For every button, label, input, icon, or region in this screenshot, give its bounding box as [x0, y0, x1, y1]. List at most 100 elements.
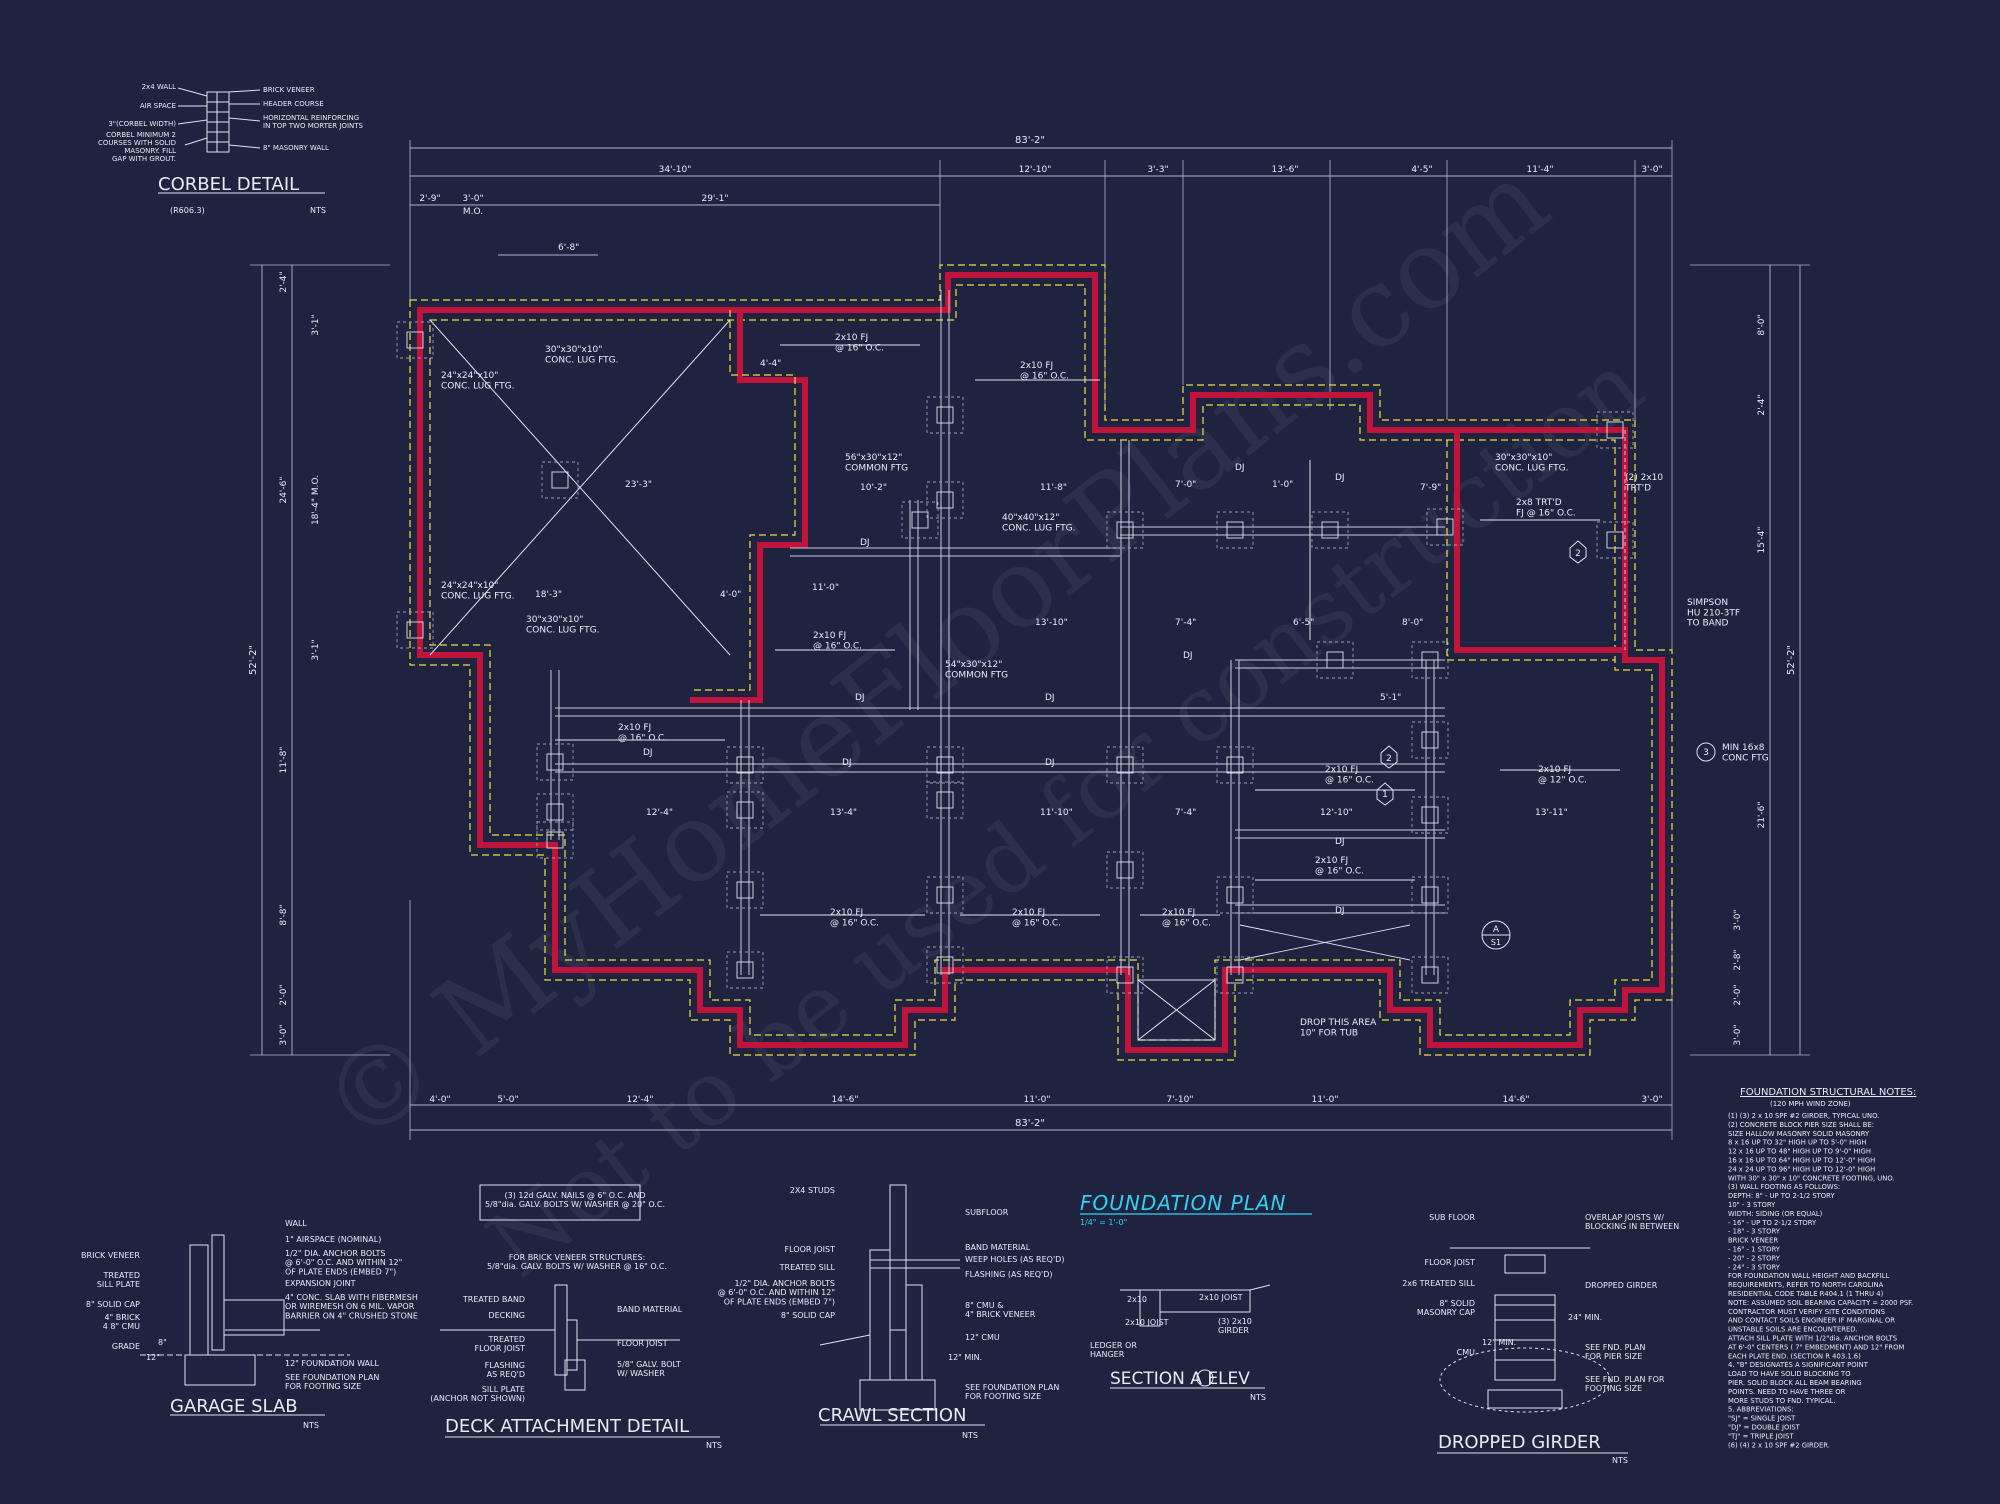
pier: [1321, 521, 1339, 539]
note-line: - 16" - 1 STORY: [1728, 1246, 1781, 1254]
garage-title: GARAGE SLAB: [170, 1396, 298, 1417]
dim-right-3: 21'-6": [1757, 801, 1767, 828]
plan-callouts: [1376, 540, 1716, 950]
dim-bottom-1: 5'-0": [497, 1095, 518, 1105]
note-line: POINTS. NEED TO HAVE THREE OR: [1728, 1388, 1846, 1396]
note-line: FOR FOUNDATION WALL HEIGHT AND BACKFILL: [1728, 1272, 1890, 1280]
dim-left-8: 3'-0": [279, 1024, 289, 1045]
overall-width-top: 83'-2": [1015, 135, 1045, 146]
corbel-detail: [158, 87, 325, 194]
dim-left-0: 2'-4": [279, 271, 289, 292]
interior-dim: 1'-0": [1272, 480, 1293, 490]
pier: [1421, 806, 1439, 824]
callout-2a-label: 2: [1386, 754, 1392, 764]
pier: [551, 471, 569, 489]
joist-arrows: [555, 344, 1620, 916]
pier: [1436, 518, 1454, 536]
dim-right-7: 3'-0": [1733, 1024, 1743, 1045]
pier: [1326, 651, 1344, 669]
pier-footing: [1411, 796, 1449, 834]
dim-bottom-3: 14'-6": [831, 1095, 858, 1105]
crawl-left-label: FLOOR JOIST: [785, 1245, 836, 1254]
section-title: SECTION A ELEV: [1110, 1369, 1250, 1389]
corbel-right-label: HEADER COURSE: [263, 100, 324, 108]
plan-title: FOUNDATION PLAN: [1080, 1191, 1287, 1215]
note-line: - 18" - 3 STORY: [1728, 1228, 1781, 1236]
interior-dim: 6'-8": [558, 243, 579, 253]
label-ftg-30-c: 30"x30"x10"CONC. LUG FTG.: [1495, 453, 1568, 473]
label-ftg-56: 56"x30"x12"COMMON FTG: [845, 453, 908, 473]
dim-top-minor-2: M.O.: [463, 207, 483, 217]
pier-footing: [726, 871, 764, 909]
callout-hex-2a: [1380, 745, 1398, 769]
interior-dim: 8'-0": [1402, 618, 1423, 628]
pier: [1226, 966, 1244, 984]
tub-drop-x: [1137, 979, 1216, 1041]
pier-footing: [1106, 851, 1144, 889]
dim-bottom-2: 12'-4": [626, 1095, 653, 1105]
callout-1-label: 1: [1382, 790, 1388, 800]
dim-left-3: 18'-4" M.O.: [311, 475, 321, 525]
note-line: ATTACH SILL PLATE WITH 1/2"dia. ANCHOR B…: [1728, 1335, 1897, 1343]
pier-footing: [1596, 521, 1634, 559]
interior-dim: 4'-0": [720, 590, 741, 600]
pier-footing: [1216, 876, 1254, 914]
dimension-lines: [261, 147, 1801, 1131]
plan-title-block: FOUNDATION PLAN 1/4" = 1'-0": [1080, 1191, 1312, 1227]
interior-dim: 4'-4": [760, 359, 781, 369]
girder-dim: 24" MIN.: [1568, 1313, 1602, 1322]
pier: [406, 331, 424, 349]
pier: [1116, 756, 1134, 774]
garage-dim: 12": [146, 1353, 160, 1362]
note-line: BRICK VENEER: [1728, 1237, 1778, 1245]
corbel-left-label: AIR SPACE: [140, 102, 176, 110]
dim-bottom-0: 4'-0": [429, 1095, 450, 1105]
girder-right-label: OVERLAP JOISTS W/BLOCKING IN BETWEEN: [1585, 1213, 1679, 1231]
label-dj-8: DJ: [1045, 693, 1055, 703]
dim-bottom-8: 3'-0": [1641, 1095, 1662, 1105]
pier-footing: [726, 746, 764, 784]
dim-top-2: 3'-3": [1147, 165, 1168, 175]
pier-footing: [726, 791, 764, 829]
label-ftg-40: 40"x40"x12"CONC. LUG FTG.: [1002, 513, 1075, 533]
crawl-nts: NTS: [962, 1431, 978, 1440]
pier-footing: [926, 876, 964, 914]
note-line: (2) CONCRETE BLOCK PIER SIZE SHALL BE:: [1728, 1121, 1874, 1129]
pier-footing: [726, 951, 764, 989]
interior-dim: 7'-4": [1175, 618, 1196, 628]
label-joist-c: 2x10 FJ@ 16" O.C.: [813, 631, 862, 651]
note-line: 8 x 16 UP TO 32" HIGH UP TO 5'-0" HIGH: [1728, 1139, 1867, 1147]
label-joist-f: 2x10 FJ@ 16" O.C.: [1012, 908, 1061, 928]
corbel-title: CORBEL DETAIL: [158, 174, 299, 195]
deck-left-label: SILL PLATE(ANCHOR NOT SHOWN): [430, 1385, 525, 1403]
note-line: (3) WALL FOOTING AS FOLLOWS:: [1728, 1183, 1840, 1191]
pier: [1226, 756, 1244, 774]
note-line: AT 6'-0" CENTERS ( 7" EMBEDMENT) AND 12"…: [1728, 1343, 1904, 1351]
pier: [546, 831, 564, 849]
interior-dim: 11'-0": [812, 583, 839, 593]
note-line: AND CONTACT SOILS ENGINEER IF MARGINAL O…: [1728, 1317, 1895, 1325]
pier-footing: [541, 461, 579, 499]
note-line: UNSTABLE SOILS ARE ENCOUNTERED.: [1728, 1326, 1858, 1334]
pier-footing: [926, 396, 964, 434]
dim-right-2: 15'-4": [1757, 526, 1767, 553]
pier-footing: [926, 946, 964, 984]
dropped-girder-detail: [1437, 1247, 1628, 1454]
dim-left-6: 8'-8": [279, 904, 289, 925]
label-joist-d: 2x10 FJ@ 16" O.C.: [618, 723, 667, 743]
crawl-section-detail: [819, 1184, 985, 1426]
pier: [1226, 521, 1244, 539]
crawl-dim: 12" MIN.: [948, 1353, 982, 1362]
label-ftg-30-b: 30"x30"x10"CONC. LUG FTG.: [526, 615, 599, 635]
pier: [1116, 861, 1134, 879]
note-line: WITH 30" x 30" x 10" CONCRETE FOOTING, U…: [1728, 1174, 1895, 1182]
pier-footing: [1216, 956, 1254, 994]
dim-top-6: 3'-0": [1641, 165, 1662, 175]
section-bubble-top: A: [1493, 925, 1500, 935]
crawl-right-label: BAND MATERIAL: [965, 1243, 1031, 1252]
